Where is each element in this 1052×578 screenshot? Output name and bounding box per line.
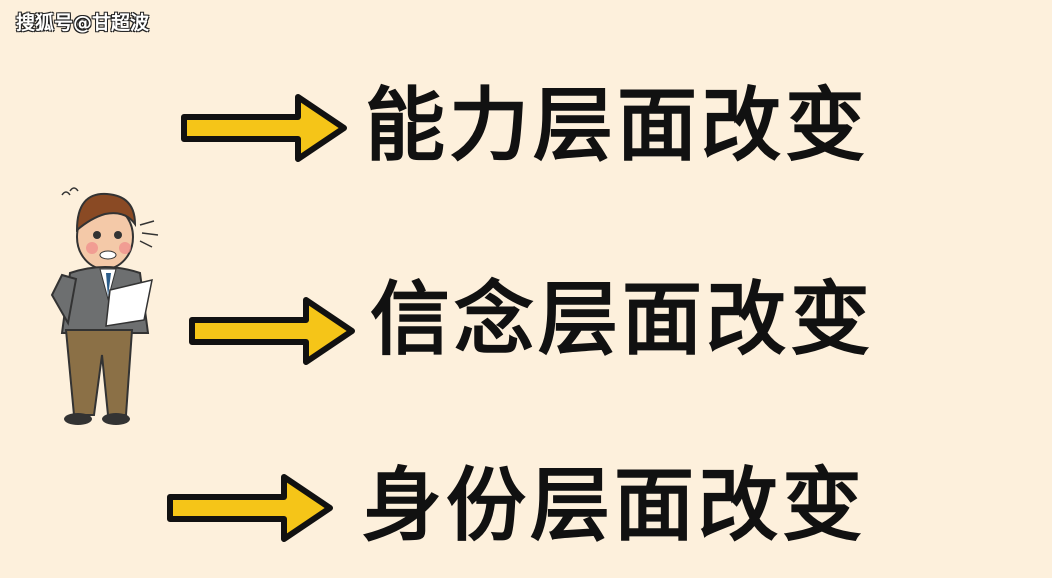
arrow-icon: [181, 94, 347, 162]
item-identity: 身份层面改变: [362, 459, 866, 552]
item-belief: 信念层面改变: [370, 273, 874, 366]
watermark: 搜狐号@甘超波: [16, 12, 150, 34]
worried-man-illustration: [50, 187, 159, 425]
arrow-icon: [167, 474, 333, 542]
arrow-icon: [189, 297, 355, 365]
item-ability: 能力层面改变: [365, 79, 869, 172]
